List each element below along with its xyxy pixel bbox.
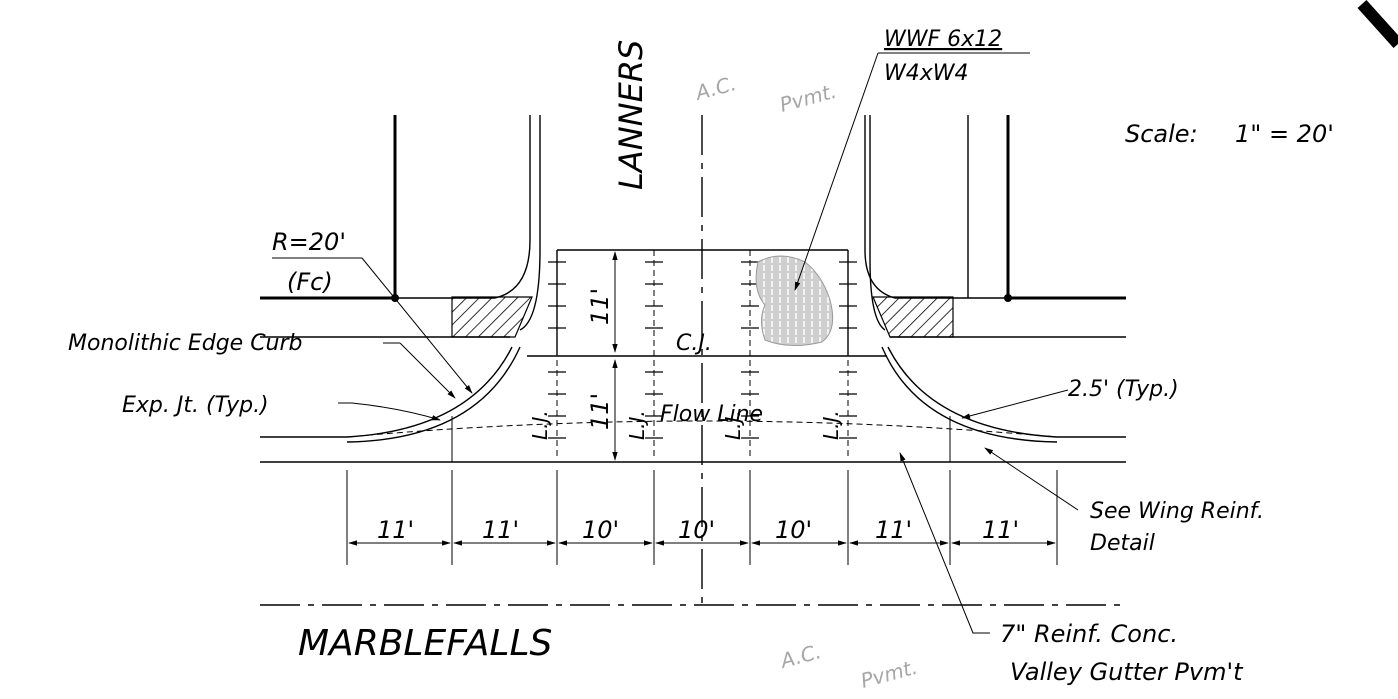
horizontal-dim-2: 11' <box>482 516 519 544</box>
scale-value: 1" = 20' <box>1235 120 1334 148</box>
radius-label: R=20' <box>272 228 346 256</box>
north-arrow-fragment <box>1357 0 1398 49</box>
see-wing-label-1: See Wing Reinf. <box>1090 499 1264 524</box>
valley-gutter-label-2: Valley Gutter Pvm't <box>1010 658 1244 686</box>
typ-25-label: 2.5' (Typ.) <box>1068 377 1179 402</box>
hatched-curb-left <box>451 296 533 338</box>
valley-gutter-label-1: 7" Reinf. Conc. <box>1000 620 1178 648</box>
flow-line-label: Flow Line <box>660 402 763 427</box>
see-wing-label-2: Detail <box>1090 531 1155 556</box>
exp-jt-label: Exp. Jt. (Typ.) <box>122 393 269 418</box>
curb-left <box>260 115 541 443</box>
cj-label: C.J. <box>676 331 712 356</box>
horizontal-dim-7: 11' <box>982 516 1019 544</box>
curb-right <box>864 115 1126 443</box>
horizontal-dim-4: 10' <box>678 516 715 544</box>
ac-label-top: A.C. <box>691 71 738 105</box>
vertical-dim-1: 11' <box>586 288 614 325</box>
vertical-dim-2: 11' <box>586 393 614 430</box>
joint-label-3: L.J. <box>721 410 745 440</box>
wwf-label-1: WWF 6x12 <box>884 27 1002 52</box>
leader-lines <box>272 52 1079 634</box>
joint-label-4: L.J. <box>819 410 843 440</box>
radius-note: (Fc) <box>287 268 333 296</box>
joint-label-2: L.J. <box>625 410 649 440</box>
hatched-curb-right <box>872 296 954 338</box>
horizontal-dim-5: 10' <box>775 516 812 544</box>
property-lines <box>260 115 1126 302</box>
pvmt-label-top: Pvmt. <box>777 79 839 117</box>
joint-label-1: L.J. <box>528 410 552 440</box>
ac-label-bottom: A.C. <box>776 639 823 673</box>
valley-gutter-slab <box>260 249 1126 463</box>
horizontal-dim-3: 10' <box>582 516 619 544</box>
longitudinal-joints <box>548 250 857 460</box>
edge-curb-label: Monolithic Edge Curb <box>68 331 303 356</box>
street-name-marblefalls: MARBLEFALLS <box>298 623 552 664</box>
scale-label: Scale: <box>1125 120 1198 148</box>
horizontal-dimension-string <box>346 416 1058 565</box>
wwf-patch <box>755 255 834 346</box>
street-name-lanners: LANNERS <box>612 40 650 190</box>
pvmt-label-bottom: Pvmt. <box>858 655 920 693</box>
horizontal-dim-1: 11' <box>377 516 414 544</box>
horizontal-dim-6: 11' <box>875 516 912 544</box>
wwf-label-2: W4xW4 <box>884 61 969 86</box>
